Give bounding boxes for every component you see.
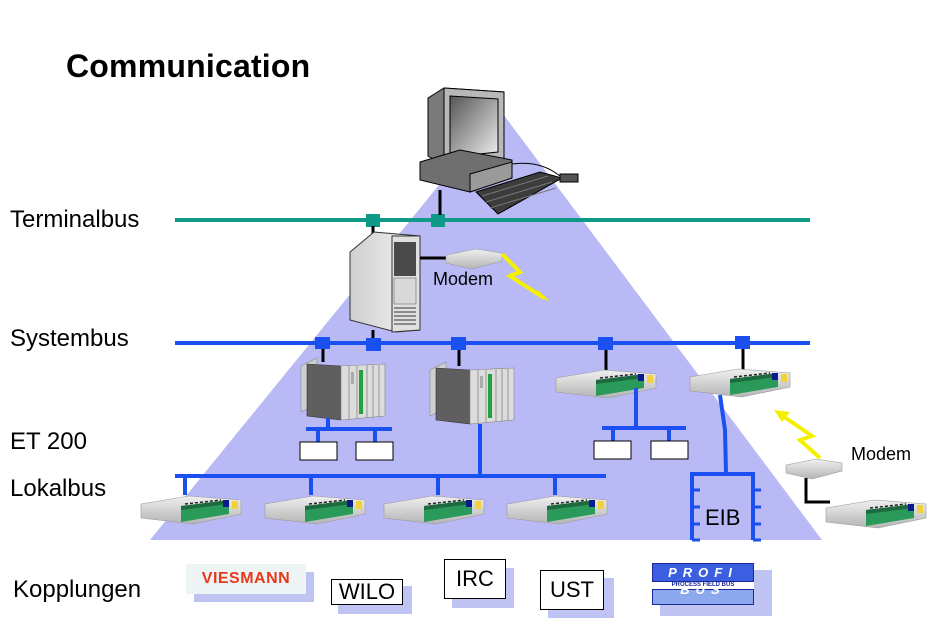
io-module[interactable] <box>355 441 394 461</box>
local-bus[interactable] <box>175 424 606 495</box>
profibus-title: PROFI BUS <box>652 563 754 597</box>
eib-bus[interactable] <box>690 394 761 542</box>
eib-label: EIB <box>705 505 741 530</box>
lightning-icon <box>500 252 546 300</box>
ust-logo[interactable]: UST <box>540 570 604 610</box>
et200-bus[interactable] <box>593 388 689 460</box>
io-module[interactable] <box>299 441 338 461</box>
irc-logo[interactable]: IRC <box>444 559 506 599</box>
server-icon[interactable] <box>349 226 446 340</box>
io-module[interactable] <box>650 440 689 460</box>
viessmann-logo[interactable]: VIESMANN <box>186 564 306 594</box>
remote-device-icon[interactable] <box>825 499 927 529</box>
terminalbus-label: Terminalbus <box>10 206 140 233</box>
lightning-arrow-icon <box>774 410 790 422</box>
profibus-subtitle: PROCESS FIELD BUS <box>671 582 735 588</box>
workstation-icon[interactable] <box>419 87 579 215</box>
system-bus-node[interactable] <box>315 337 330 349</box>
terminal-bus-node[interactable] <box>366 214 380 227</box>
kopplungen-label: Kopplungen <box>13 576 142 603</box>
lokalbus-label: Lokalbus <box>10 475 107 502</box>
modem-top-label: Modem <box>433 269 494 289</box>
lightning-icon <box>778 412 822 460</box>
profibus-logo[interactable]: PROFI BUS PROCESS FIELD BUS <box>652 563 754 605</box>
page-title: Communication <box>66 48 311 84</box>
wilo-logo[interactable]: WILO <box>331 579 403 605</box>
et200-label: ET 200 <box>10 428 87 455</box>
plc-controller-icon[interactable] <box>429 361 515 425</box>
system-bus-node[interactable] <box>735 336 750 349</box>
modem-right-icon[interactable] <box>785 458 843 480</box>
system-bus-node[interactable] <box>451 337 466 350</box>
io-module[interactable] <box>593 440 632 460</box>
systembus-label: Systembus <box>10 325 129 352</box>
profibus-bar <box>652 589 754 605</box>
terminal-bus-node[interactable] <box>431 214 445 227</box>
modem-right-label: Modem <box>851 444 912 464</box>
et200-bus[interactable] <box>299 418 394 461</box>
system-bus-node[interactable] <box>598 337 613 350</box>
system-bus-node[interactable] <box>366 338 381 351</box>
controller-unit-icon[interactable] <box>689 368 791 398</box>
plc-controller-icon[interactable] <box>300 357 386 421</box>
lightning-arrow-icon <box>534 290 550 302</box>
